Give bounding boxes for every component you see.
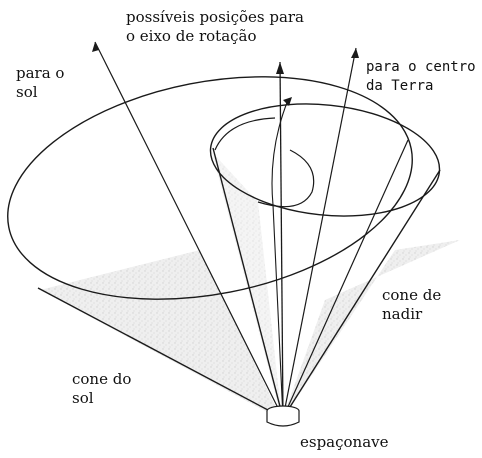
nadir-cone-shading [282,240,460,420]
earth-center-label: para o centro da Terra [366,58,476,96]
earth-direction-line [282,47,357,419]
sun-direction-line [94,41,284,419]
sun-cone-left-edge [37,287,284,419]
spacecraft-body-side [266,411,300,427]
spacecraft-label: espaçonave [300,433,389,452]
earth-direction-arrowhead [351,48,359,58]
nadir-cone-label-line-2: nadir [382,305,423,323]
sun-cone-label-line-1: cone do [72,370,132,388]
sun-direction-label-line-1: para o [16,64,65,82]
nadir-cone-right-edge [282,169,441,419]
rotation-axis-arrowhead-1 [276,62,284,74]
inner-cone-shading [212,152,282,420]
rotation-axis-arrowhead-2 [283,97,292,106]
sun-direction-label: para o sol [16,64,64,102]
nadir-cone-left-edge [212,147,284,419]
sun-cone-right-edge [282,139,409,419]
sun-direction-arrowhead [92,42,99,52]
rotation-axis-label-line-1: possíveis posições para [126,8,305,26]
sun-direction-label-line-2: sol [16,83,38,101]
sun-cone-shading [40,250,282,420]
earth-center-label-line-1: para o centro [366,59,476,75]
nadir-cone-label-line-1: cone de [382,286,442,304]
sun-cone-label: cone do sol [72,370,131,408]
rotation-axis-label-line-2: o eixo de rotação [126,27,257,45]
nadir-cone-label: cone de nadir [382,286,441,324]
earth-center-label-line-2: da Terra [366,78,434,94]
rotation-axis-label: possíveis posições para o eixo de rotaçã… [126,8,304,46]
sun-cone-rim [7,76,413,300]
cone-intersection-curve [214,117,315,208]
sun-cone-label-line-2: sol [72,389,94,407]
spacecraft-label-text: espaçonave [300,433,389,451]
rotation-axis-alt-path [271,99,289,419]
